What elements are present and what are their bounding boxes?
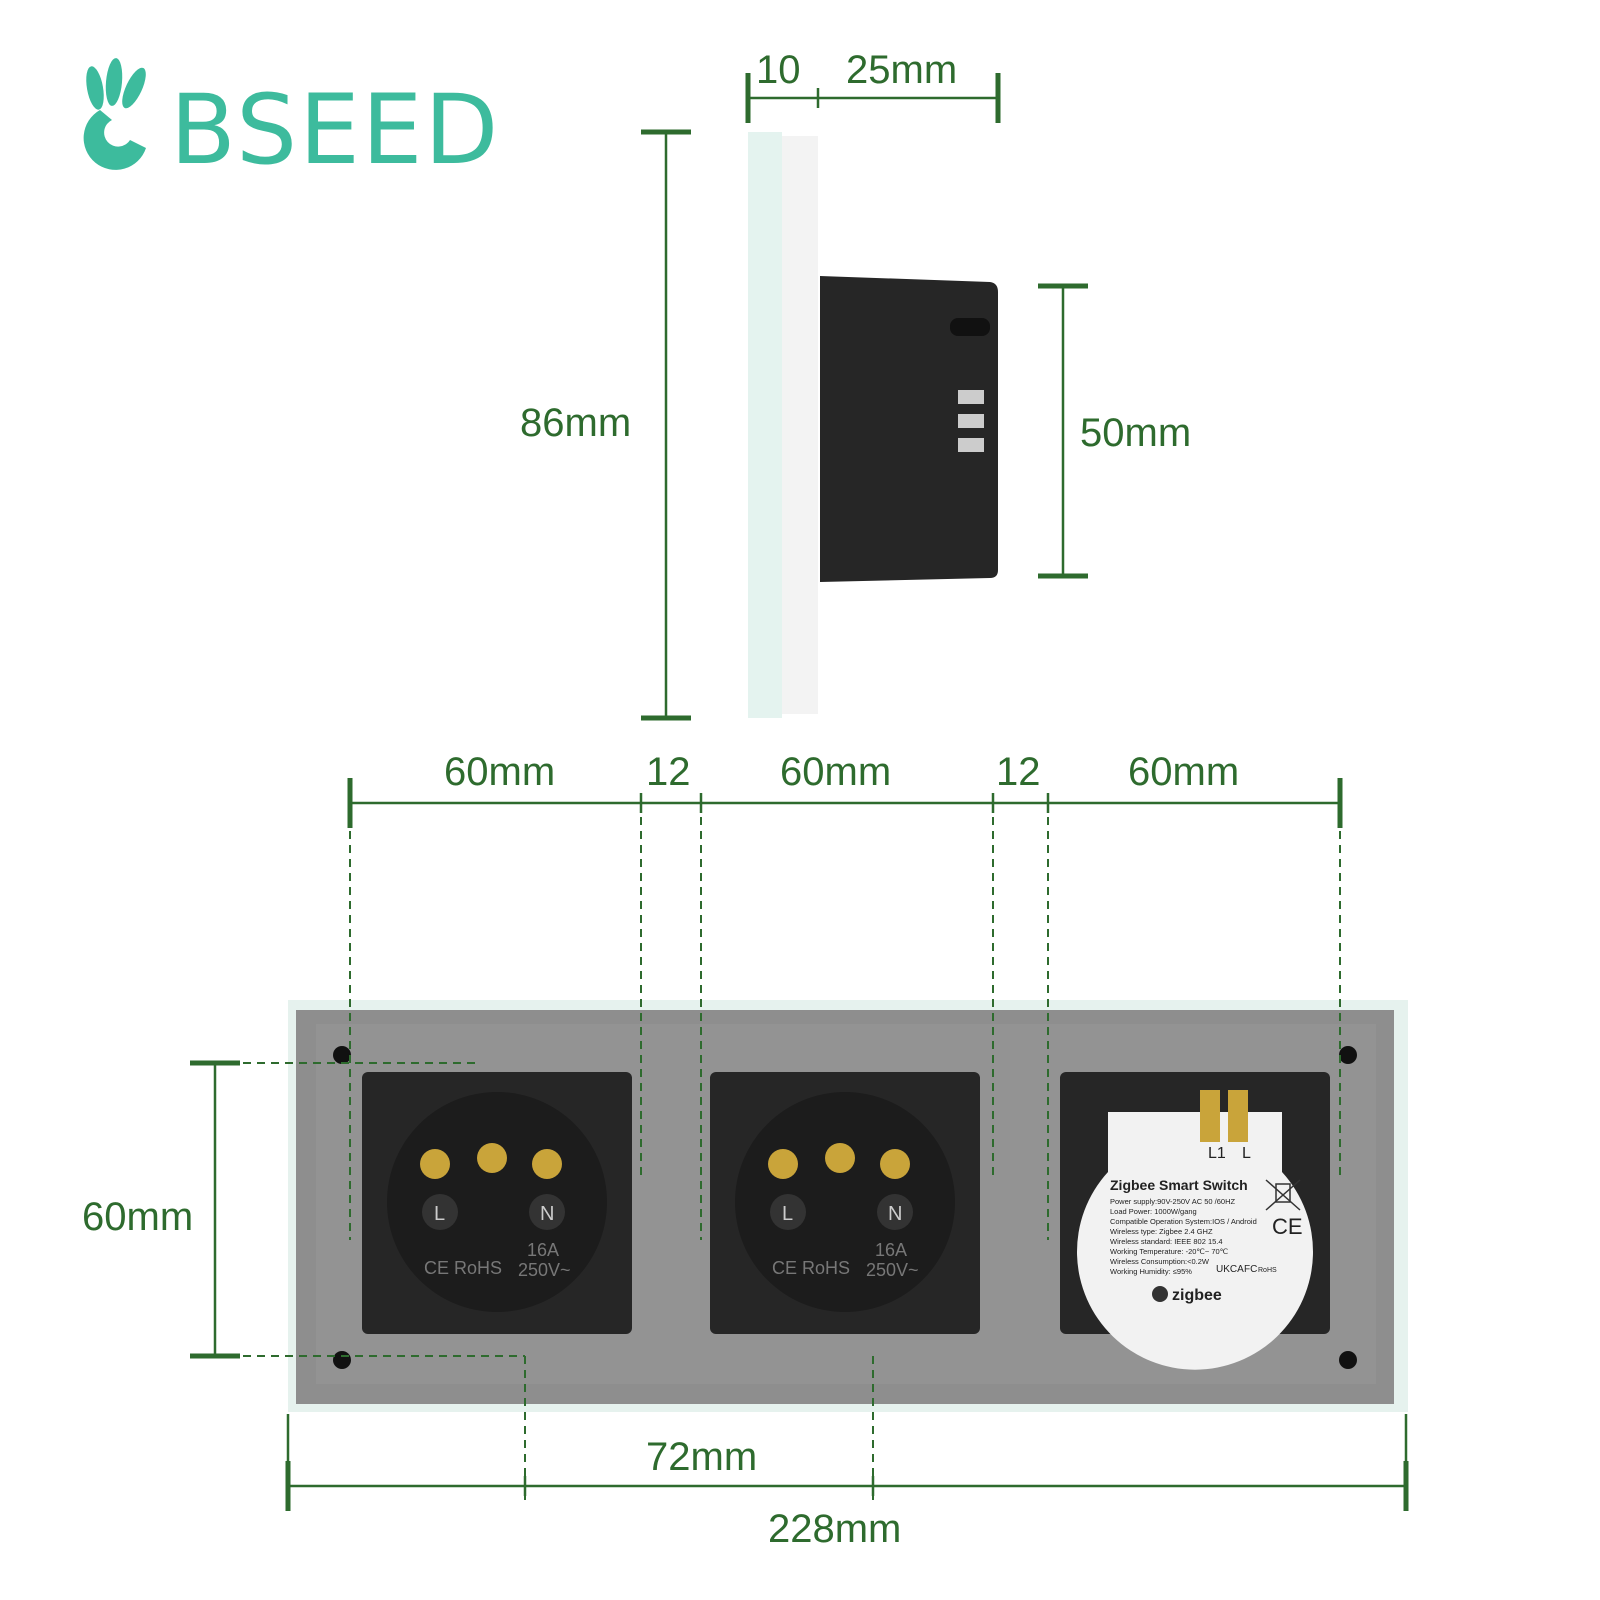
- bseed-logo-icon: [83, 58, 146, 170]
- depth-front-label: 10: [756, 48, 801, 92]
- spec-line: Wireless standard: IEEE 802 15.4: [1110, 1237, 1223, 1246]
- module-body: [820, 276, 998, 582]
- zigbee-icon: [1152, 1286, 1168, 1302]
- terminal-l: L: [434, 1203, 445, 1225]
- ukca-mark: UKCA: [1216, 1264, 1244, 1275]
- height-label: 86mm: [520, 401, 631, 445]
- total-width-label: 228mm: [768, 1507, 901, 1551]
- side-view: [748, 132, 998, 718]
- spec-line: Working Temperature: -20℃~ 70℃: [1110, 1247, 1229, 1256]
- switch-title: Zigbee Smart Switch: [1110, 1177, 1248, 1193]
- module-height-label: 60mm: [82, 1195, 193, 1239]
- spec-line: Wireless Consumption:<0.2W: [1110, 1257, 1210, 1266]
- spec-line: Working Humidity: ≤95%: [1110, 1267, 1192, 1276]
- socket-rating: 16A: [875, 1240, 907, 1260]
- brand-name: BSEED: [170, 74, 500, 186]
- side-dimension-lines: [641, 73, 1088, 721]
- module-height-label: 50mm: [1080, 411, 1191, 455]
- frame: [782, 136, 818, 714]
- terminal-l1: L1: [1208, 1145, 1226, 1162]
- socket-module-2: L N CE RoHS 16A 250V~: [710, 1072, 980, 1334]
- terminal-n: N: [540, 1203, 554, 1225]
- socket-marks: CE RoHS: [772, 1258, 850, 1278]
- gap-label-2: 12: [996, 750, 1041, 794]
- terminal-n: N: [888, 1203, 902, 1225]
- ce-mark: CE: [1272, 1214, 1303, 1239]
- bseed-logo: BSEED: [83, 58, 500, 186]
- gap-label-1: 12: [646, 750, 691, 794]
- socket-voltage: 250V~: [518, 1260, 571, 1280]
- socket-module-1: L N CE RoHS 16A 250V~: [362, 1072, 632, 1334]
- zigbee-switch-module: L1 L Zigbee Smart Switch Power supply:90…: [1060, 1072, 1330, 1370]
- terminal-l: L: [782, 1203, 793, 1225]
- center-spacing-label: 72mm: [646, 1435, 757, 1479]
- width-label-1: 60mm: [444, 750, 555, 794]
- rohs-mark: RoHS: [1258, 1267, 1277, 1274]
- socket-rating: 16A: [527, 1240, 559, 1260]
- fc-mark: FC: [1244, 1264, 1257, 1275]
- spec-line: Compatible Operation System:IOS / Androi…: [1110, 1217, 1257, 1226]
- width-label-2: 60mm: [780, 750, 891, 794]
- spec-line: Load Power: 1000W/gang: [1110, 1207, 1197, 1216]
- spec-line: Wireless type: Zigbee 2.4 GHZ: [1110, 1227, 1213, 1236]
- rear-dimension-lines: [190, 778, 1409, 1511]
- weee-bin-icon: [1265, 1179, 1301, 1211]
- socket-voltage: 250V~: [866, 1260, 919, 1280]
- terminal-l: L: [1242, 1145, 1251, 1162]
- depth-back-label: 25mm: [846, 48, 957, 92]
- zigbee-logo-text: zigbee: [1172, 1287, 1222, 1304]
- socket-marks: CE RoHS: [424, 1258, 502, 1278]
- glass-panel: [748, 132, 782, 718]
- width-label-3: 60mm: [1128, 750, 1239, 794]
- spec-line: Power supply:90V-250V AC 50 /60HZ: [1110, 1197, 1235, 1206]
